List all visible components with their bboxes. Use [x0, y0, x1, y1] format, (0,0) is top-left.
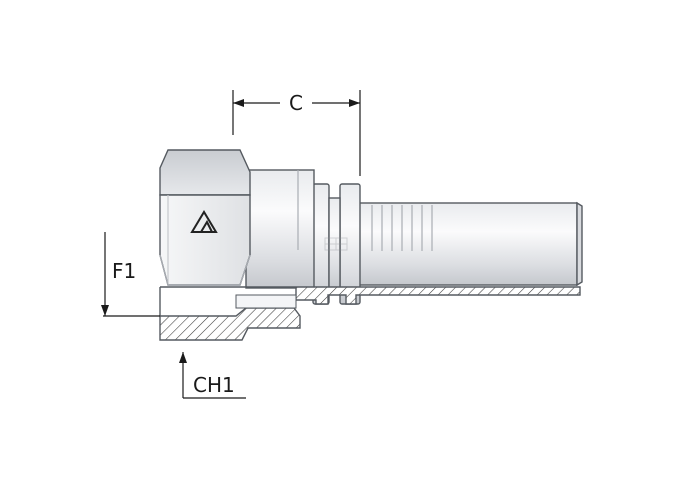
section-nipple-wall	[236, 286, 581, 305]
section-nut-wall	[159, 307, 301, 341]
dimension-ch1-label: CH1	[193, 373, 235, 397]
dimension-ch1: CH1	[179, 352, 246, 399]
dimension-f1: F1	[101, 232, 160, 317]
dimension-c: C	[232, 90, 361, 176]
hose-tail-barbs	[371, 205, 433, 251]
hex-nut-bottom-chamfer	[159, 254, 251, 286]
hose-tail-body	[354, 202, 578, 286]
hex-nut	[159, 149, 251, 286]
hex-nut-top-face	[159, 149, 251, 196]
hose-tail-tip	[576, 201, 583, 287]
hose-tail	[354, 201, 583, 287]
dimension-c-label: C	[289, 91, 303, 115]
triangle-logo-icon	[190, 210, 218, 233]
nipple-body	[245, 169, 315, 289]
section-view	[159, 286, 581, 341]
collars	[312, 183, 361, 305]
dimension-f1-label: F1	[112, 259, 136, 283]
section-bore	[235, 294, 297, 309]
hex-nut-front-face	[159, 194, 251, 286]
watermark-icon	[324, 237, 348, 251]
